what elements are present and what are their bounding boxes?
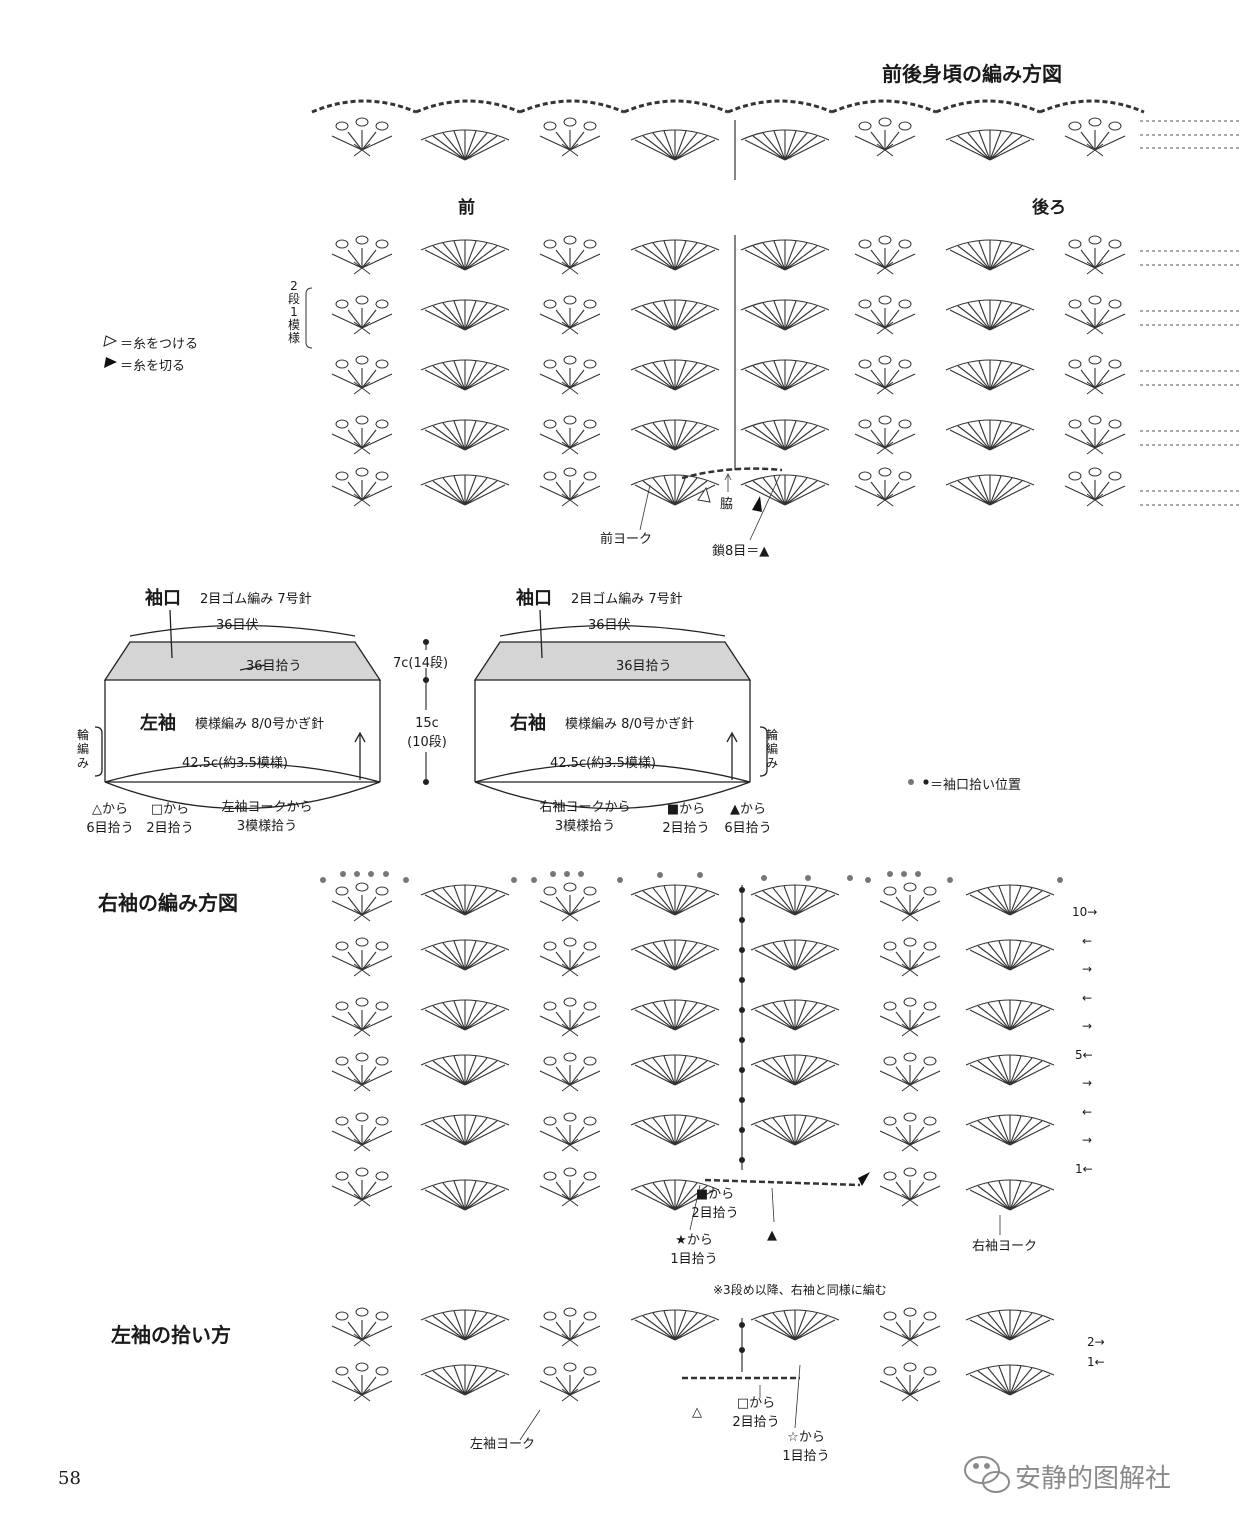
chart-from-star: ★から 1目拾う <box>670 1233 718 1267</box>
right-sleeve-width: 42.5c(約3.5模様) <box>550 756 656 771</box>
left-from-triangle: △から 6目拾う <box>86 802 134 836</box>
front-yoke-label: 前ヨーク <box>600 532 653 547</box>
chart-triangle-mark: ▲ <box>767 1228 777 1243</box>
right-sleeve-row-markers: 10→ ← → ← → 5← → ← → 1← <box>1072 905 1098 1176</box>
left-sleeve-name: 左袖 <box>140 713 176 734</box>
legend-cut-yarn: ＝糸を切る <box>120 359 186 374</box>
right-sleeve-chart-graphic <box>320 871 1063 1235</box>
pickup-from-square: □から 2目拾う <box>732 1396 780 1430</box>
body-height: 15c (10段) <box>407 716 447 750</box>
height-dimension <box>422 638 430 786</box>
legend-attach-yarn: ＝糸をつける <box>120 337 199 352</box>
left-sleeve-schematic <box>94 609 382 810</box>
left-sleeve-pickup-graphic <box>331 1307 1055 1441</box>
right-sleeve-yoke-label: 右袖ヨーク <box>972 1239 1038 1254</box>
legend-pickup-position: ＝袖口拾い位置 <box>930 778 1022 793</box>
watermark-text: 安静的图解社 <box>1015 1464 1172 1494</box>
back-label: 後ろ <box>1032 198 1066 218</box>
pickup-note: ※3段め以降、右袖と同様に編む <box>713 1283 887 1297</box>
right-cuff-pattern: 2目ゴム編み 7号針 <box>571 592 683 607</box>
left-from-yoke: 左袖ヨークから 3模様拾う <box>221 800 313 834</box>
right-sleeve-schematic <box>473 609 768 810</box>
left-pick-up: 36目拾う <box>246 659 302 674</box>
right-cuff-label: 袖口 <box>516 588 552 609</box>
left-pickup-row-markers: 2→ 1← <box>1087 1335 1105 1369</box>
side-label: 脇 <box>720 497 734 512</box>
left-sleeve-pickup-title: 左袖の拾い方 <box>111 1323 231 1347</box>
pickup-triangle-mark: △ <box>692 1405 702 1420</box>
body-chart-title: 前後身頃の編み方図 <box>882 62 1062 86</box>
right-sleeve-pattern: 模様編み 8/0号かぎ針 <box>565 717 695 732</box>
left-round-label: 輪 編 み <box>76 728 89 770</box>
right-from-black-square: ■から 2目拾う <box>662 802 710 836</box>
left-from-square: □から 2目拾う <box>146 802 194 836</box>
left-cuff-label: 袖口 <box>145 588 181 609</box>
left-sleeve-pattern: 模様編み 8/0号かぎ針 <box>195 717 325 732</box>
chain-note: 鎖8目＝▲ <box>712 544 770 559</box>
left-cuff-pattern: 2目ゴム編み 7号針 <box>200 592 312 607</box>
right-from-black-triangle: ▲から 6目拾う <box>724 802 772 836</box>
right-from-yoke: 右袖ヨークから 3模様拾う <box>539 800 631 834</box>
front-label: 前 <box>458 198 475 218</box>
left-bind-off: 36目伏 <box>216 618 259 633</box>
right-sleeve-name: 右袖 <box>510 713 546 734</box>
left-sleeve-yoke-label: 左袖ヨーク <box>470 1437 536 1452</box>
right-bind-off: 36目伏 <box>588 618 631 633</box>
cuff-height: 7c(14段) <box>393 656 449 671</box>
right-sleeve-chart-title: 右袖の編み方図 <box>98 891 238 915</box>
watermark-logo-icon <box>964 1456 1010 1493</box>
page-number: 58 <box>58 1468 81 1489</box>
chart-from-black-square: ■から 2目拾う <box>691 1187 739 1221</box>
repeat-note: 2 段 1 模 様 <box>287 279 300 345</box>
left-sleeve-width: 42.5c(約3.5模様) <box>182 756 288 771</box>
right-round-label: 輪 編 み <box>765 728 778 770</box>
body-chart-graphic <box>305 99 1240 541</box>
pickup-from-white-star: ☆から 1目拾う <box>782 1430 830 1464</box>
right-pick-up: 36目拾う <box>616 659 672 674</box>
